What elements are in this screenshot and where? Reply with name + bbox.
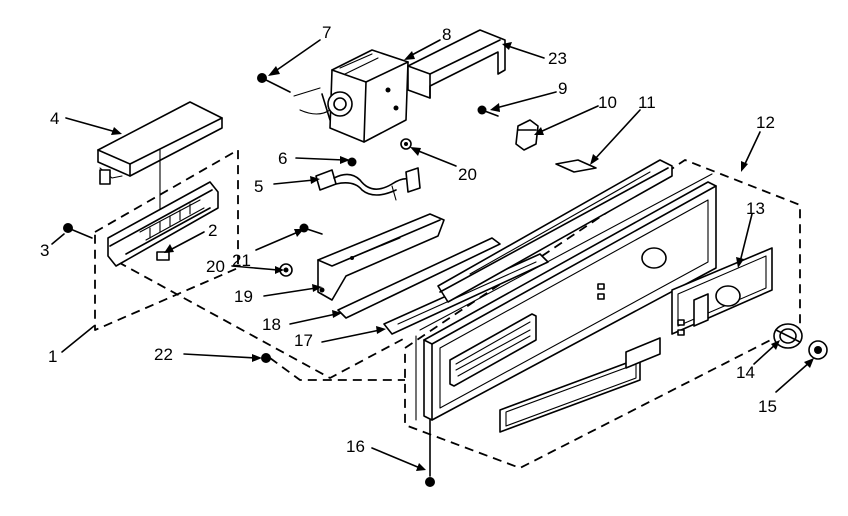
knob-cap-part	[808, 340, 828, 360]
callout-2: 2	[208, 221, 217, 240]
callout-23: 23	[548, 49, 567, 68]
screw-part-16	[425, 419, 435, 487]
callout-9: 9	[558, 79, 567, 98]
callout-10: 10	[598, 93, 617, 112]
assembly-guide-line-2	[269, 357, 405, 381]
end-cover-part	[97, 101, 223, 221]
assembly-outline-1	[94, 149, 239, 331]
callout-15: 15	[758, 397, 777, 416]
callout-13: 13	[746, 199, 765, 218]
strip-part-18	[337, 237, 501, 319]
knob-part	[773, 323, 803, 349]
screw-part-3	[63, 223, 93, 239]
rod-part	[555, 159, 597, 173]
mounting-bracket-part	[317, 213, 445, 301]
callout-4: 4	[50, 109, 59, 128]
callout-7: 7	[322, 23, 331, 42]
callout-8: 8	[442, 25, 451, 44]
bracket-part	[107, 181, 219, 267]
rail-part	[437, 159, 673, 303]
callout-22: 22	[154, 345, 173, 364]
screw-part-6	[347, 157, 357, 167]
callout-11: 11	[638, 93, 656, 112]
console-frame-part	[415, 173, 713, 421]
wire-harness-part	[315, 167, 421, 201]
callout-12: 12	[756, 113, 775, 132]
top-cover-part	[407, 29, 506, 99]
callout-5: 5	[254, 177, 263, 196]
callout-18: 18	[262, 315, 281, 334]
callout-20-lower: 20	[206, 257, 225, 276]
callout-1: 1	[48, 347, 57, 366]
screw-part-9	[477, 105, 499, 117]
assembly-outline-12	[404, 159, 801, 469]
callout-21: 21	[232, 251, 251, 270]
callout-3: 3	[40, 241, 49, 260]
callout-16: 16	[346, 437, 365, 456]
callout-19: 19	[234, 287, 253, 306]
console-panel-part	[423, 181, 717, 421]
callout-14: 14	[736, 363, 755, 382]
screw-part-7	[257, 73, 291, 93]
callout-20-upper: 20	[458, 165, 477, 184]
display-window-part	[499, 337, 661, 433]
nut-part-20-upper	[400, 138, 412, 150]
leader-lines	[51, 39, 814, 471]
screw-part-21	[299, 223, 323, 235]
callout-6: 6	[278, 149, 287, 168]
callout-labels: 1 2 3 4 5 6 7 8 9 10 11 12 13 14 15 16 1…	[40, 23, 777, 456]
clip-part	[515, 119, 539, 151]
switch-block-part	[293, 49, 409, 143]
callout-17: 17	[294, 331, 313, 350]
screw-part-22	[261, 353, 271, 363]
assembly-guide-line	[117, 261, 406, 379]
